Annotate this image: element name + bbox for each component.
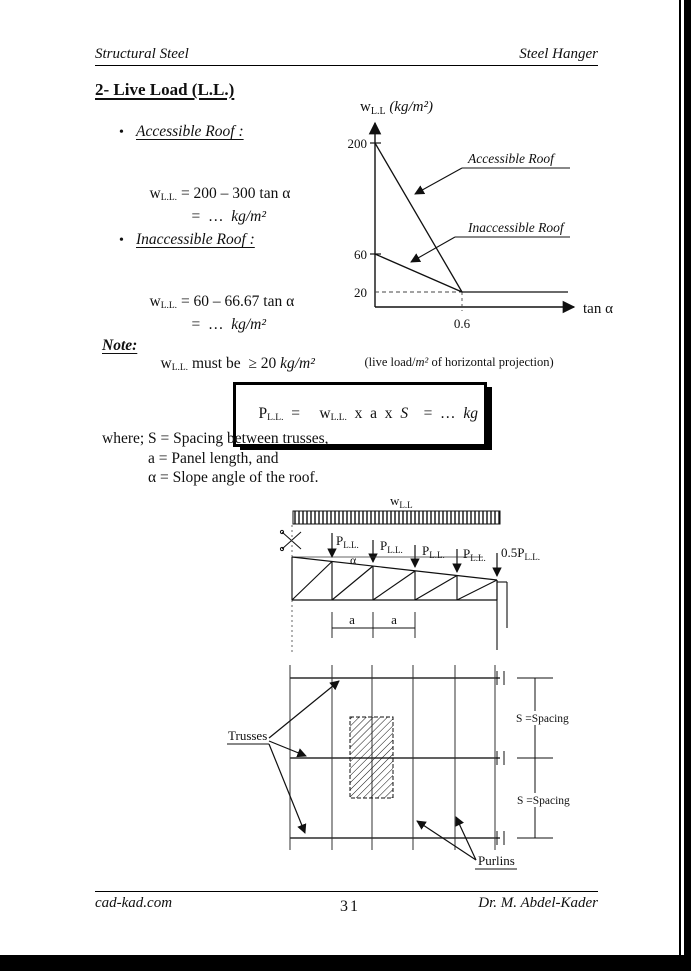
- accessible-roof-formula-line1: wL.L. = 200 – 300 tan α: [134, 167, 291, 221]
- page-border-right-thick: [684, 0, 691, 971]
- formula-rhs2: = …: [191, 316, 232, 333]
- end-load-label: 0.5PL.L.: [501, 545, 540, 562]
- ytick-20: 20: [354, 285, 367, 300]
- panel-length-label: a: [391, 612, 397, 627]
- truss-end-ticks: [496, 671, 505, 845]
- where-line-1: where; S = Spacing between trusses,: [102, 430, 329, 447]
- paren-post: of horizontal projection): [428, 355, 554, 369]
- ytick-200: 200: [348, 136, 368, 151]
- formula-rhs: = 60 – 66.67 tan α: [177, 293, 295, 310]
- inaccessible-roof-callout: Inaccessible Roof: [467, 220, 566, 235]
- equals-dots: = …: [408, 405, 464, 422]
- p-symbol: P: [258, 405, 268, 422]
- spacing-dimension-lines: [517, 677, 553, 839]
- section-title: 2- Live Load (L.L.): [95, 80, 235, 99]
- panel-length-label: a: [349, 612, 355, 627]
- roof-plan-figure: Trusses Purlins S =Spacing S =Spacing: [227, 665, 576, 870]
- footer-rule: [95, 891, 598, 892]
- inaccessible-roof-formula-line1: wL.L. = 60 – 66.67 tan α: [134, 275, 295, 329]
- truss-members: [291, 556, 498, 601]
- header-rule: [95, 65, 598, 66]
- header-left-title: Structural Steel: [95, 46, 189, 62]
- note-label: Note:: [102, 337, 138, 354]
- panel-load-label: PL.L.: [336, 533, 359, 550]
- panel-dimension: [331, 612, 416, 638]
- xtick-0-6: 0.6: [454, 316, 471, 331]
- where-line-2: a = Panel length, and: [148, 449, 279, 467]
- footer-page-number: 31: [340, 898, 360, 915]
- w-subscript: L.L.: [160, 301, 178, 311]
- purlins-label: Purlins: [478, 853, 515, 868]
- p-subscript: L.L.: [267, 413, 284, 423]
- accessible-roof-callout: Accessible Roof: [467, 151, 556, 166]
- w-subscript: L.L.: [330, 413, 347, 423]
- accessible-roof-item: • Accessible Roof :: [119, 123, 244, 141]
- w-symbol: w: [149, 293, 161, 310]
- spacing-label-mask: [514, 793, 576, 807]
- page-border-bottom: [0, 955, 691, 971]
- page-border-right-thin: [679, 0, 681, 971]
- accessible-callout-arrow: [414, 167, 463, 195]
- support-break-icon: [279, 529, 302, 552]
- spacing-label-top: S =Spacing: [516, 713, 569, 725]
- bullet-icon: •: [119, 125, 124, 140]
- w-subscript: L.L.: [171, 363, 189, 373]
- inaccessible-roof-formula-line2: = … kg/m²: [176, 298, 267, 352]
- load-arrows: [327, 533, 502, 577]
- note-parenthetical: (live load/m² of horizontal projection): [352, 340, 554, 385]
- footer-author: Dr. M. Abdel-Kader: [478, 895, 598, 911]
- unit-label: kg/m²: [231, 208, 267, 225]
- note-text: wL.L. must be ≥ 20 kg/m²: [145, 337, 315, 391]
- w-symbol: w: [149, 185, 161, 202]
- spacing-label-bottom: S =Spacing: [517, 795, 570, 807]
- panel-load-label: PL.L.: [380, 538, 403, 555]
- note-body: must be ≥ 20: [188, 355, 281, 372]
- trusses-arrows: [268, 680, 340, 834]
- inaccessible-roof-item: • Inaccessible Roof :: [119, 231, 255, 249]
- w-symbol: w: [319, 405, 331, 422]
- slope-angle-label: α: [350, 553, 357, 567]
- load-formula-box: PL.L. = wL.L. x a x S = … kg: [233, 382, 487, 447]
- accessible-roof-line: [374, 142, 463, 293]
- header-right-title: Steel Hanger: [519, 46, 598, 62]
- live-load-graph: wL.L (kg/m²) tan α 200 60 20 0.6 Accessi…: [348, 99, 614, 331]
- panel-load-label: PL.L.: [463, 546, 486, 563]
- where-clause: where; S = Spacing between trusses, a = …: [102, 429, 329, 488]
- accessible-roof-formula-line2: = … kg/m²: [176, 190, 267, 244]
- ytick-60: 60: [354, 247, 367, 262]
- distributed-load-bar: [292, 510, 501, 525]
- paren-pre: (live load/: [364, 355, 416, 369]
- formula-rhs2: = …: [191, 208, 232, 225]
- paren-m2: m²: [415, 355, 429, 369]
- inaccessible-roof-heading: Inaccessible Roof :: [136, 231, 255, 248]
- inaccessible-roof-line: [374, 253, 463, 293]
- times-a-times: x a x: [346, 405, 401, 422]
- bullet-icon: •: [119, 233, 124, 248]
- truss-elevation-figure: wL.L PL.L. PL.L. PL.L. PL.L. 0.5PL.L. α: [279, 493, 540, 654]
- spacing-label-mask: [514, 711, 576, 725]
- distributed-load-label: wL.L: [390, 493, 413, 510]
- s-symbol: S: [400, 405, 409, 422]
- accessible-roof-heading: Accessible Roof :: [136, 123, 244, 140]
- inaccessible-callout-arrow: [410, 236, 456, 263]
- equals-sign: =: [283, 405, 320, 422]
- graph-y-axis-label: wL.L (kg/m²): [360, 99, 433, 117]
- tributary-area-hatch: [349, 716, 394, 799]
- unit-label: kg/m²: [231, 316, 267, 333]
- where-line-3: α = Slope angle of the roof.: [148, 469, 319, 486]
- kg-unit: kg: [463, 405, 478, 422]
- purlins-arrows: [416, 816, 477, 861]
- formula-rhs: = 200 – 300 tan α: [177, 185, 291, 202]
- w-symbol: w: [160, 355, 172, 372]
- trusses-label: Trusses: [228, 728, 267, 743]
- panel-load-label: PL.L.: [422, 543, 445, 560]
- graph-x-axis-label: tan α: [583, 301, 613, 317]
- truss-lines: [290, 677, 500, 839]
- w-subscript: L.L.: [160, 193, 178, 203]
- right-support-lines: [496, 580, 508, 650]
- footer-site: cad-kad.com: [95, 895, 173, 911]
- unit-label: kg/m²: [280, 355, 315, 372]
